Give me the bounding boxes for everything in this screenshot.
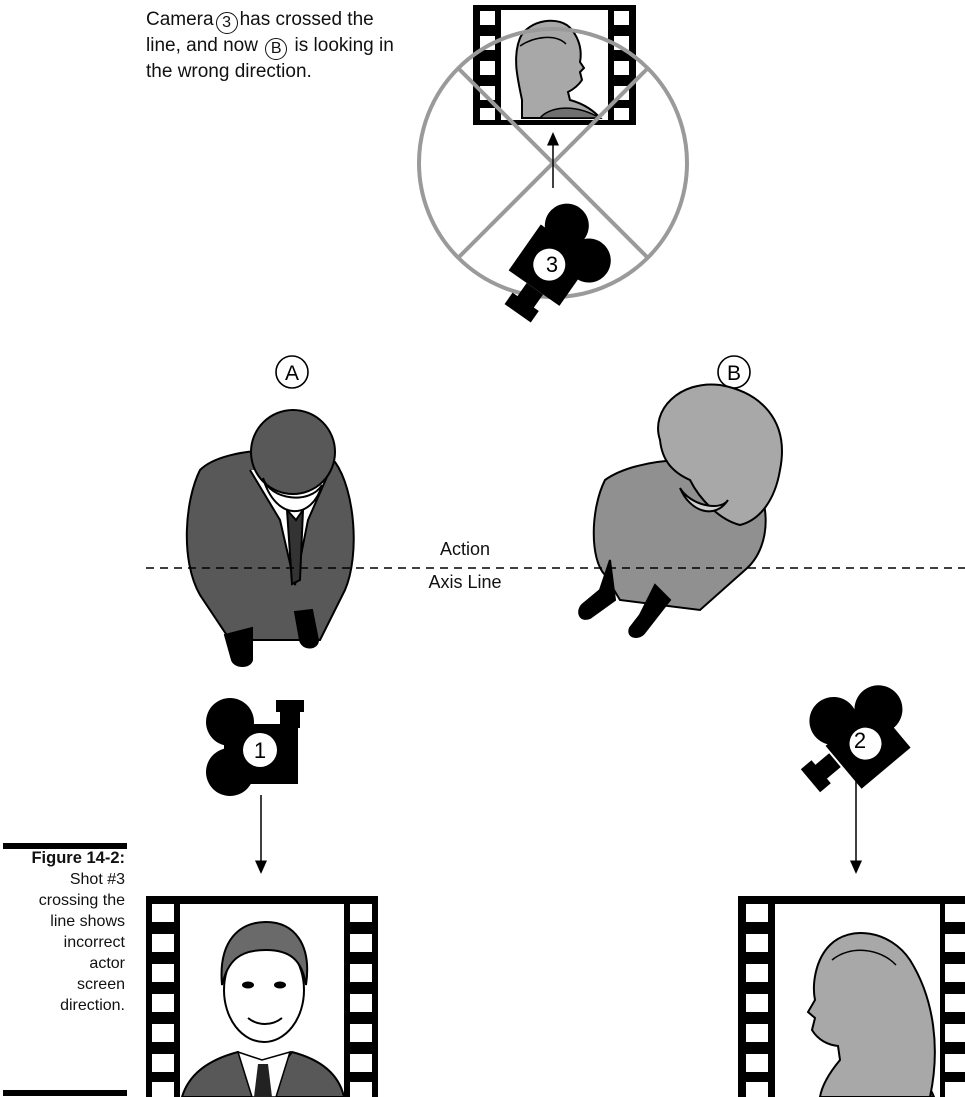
svg-text:A: A: [285, 362, 299, 385]
axis-label-line-1: Action: [439, 539, 491, 559]
film-frame-shot-2: [738, 896, 965, 1097]
camera-2-number: 2: [854, 728, 866, 753]
camera-3-number: 3: [546, 252, 558, 277]
caption-bottom-rule: [3, 1090, 127, 1096]
actor-a-figure: [185, 409, 355, 667]
camera-3-icon: [504, 203, 611, 323]
camera-2-icon: [800, 685, 911, 793]
camera-1-icon: [206, 698, 304, 796]
actor-b-label: B: [717, 355, 751, 389]
camera-1-number: 1: [254, 738, 266, 763]
actor-b-figure: [578, 383, 783, 638]
svg-text:B: B: [727, 362, 741, 385]
film-frame-shot-1: [146, 896, 378, 1097]
caption-top-rule: [3, 843, 127, 849]
axis-label-line-2: Axis Line: [428, 572, 502, 592]
actor-a-label: A: [275, 355, 309, 389]
figure-number: Figure 14-2:: [31, 849, 125, 867]
figure-caption: Figure 14-2: Shot #3 crossing the line s…: [0, 848, 125, 1016]
